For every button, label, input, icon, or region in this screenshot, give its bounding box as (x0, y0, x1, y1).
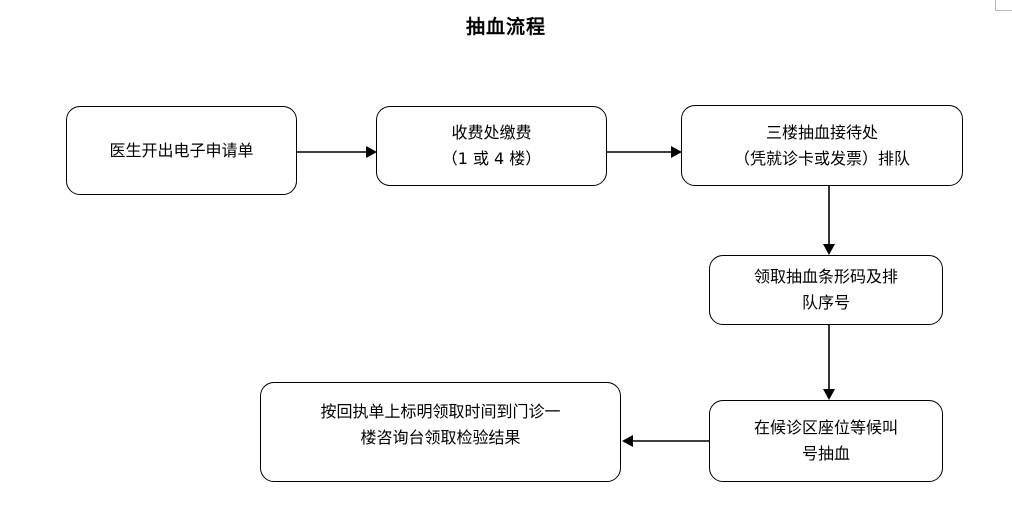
flow-node-payment-desk[interactable]: 收费处缴费 （1 或 4 楼） (376, 106, 607, 186)
flow-node-get-barcode[interactable]: 领取抽血条形码及排 队序号 (709, 255, 943, 325)
page-corner-mark (995, 0, 1012, 11)
flow-edge-n1-to-n2 (296, 142, 378, 162)
flow-node-wait-seating[interactable]: 在候诊区座位等候叫 号抽血 (709, 400, 943, 482)
flow-edge-n3-to-n4 (819, 186, 839, 256)
flow-edge-n2-to-n3 (607, 142, 683, 162)
flow-edge-n5-to-n6 (621, 431, 710, 451)
flow-edge-n4-to-n5 (819, 325, 839, 401)
flow-node-collect-results[interactable]: 按回执单上标明领取时间到门诊一 楼咨询台领取检验结果 (260, 382, 621, 482)
flow-node-doctor-order[interactable]: 医生开出电子申请单 (66, 106, 297, 195)
page-title: 抽血流程 (465, 16, 546, 38)
flow-node-reception-3f[interactable]: 三楼抽血接待处 （凭就诊卡或发票）排队 (681, 105, 963, 186)
